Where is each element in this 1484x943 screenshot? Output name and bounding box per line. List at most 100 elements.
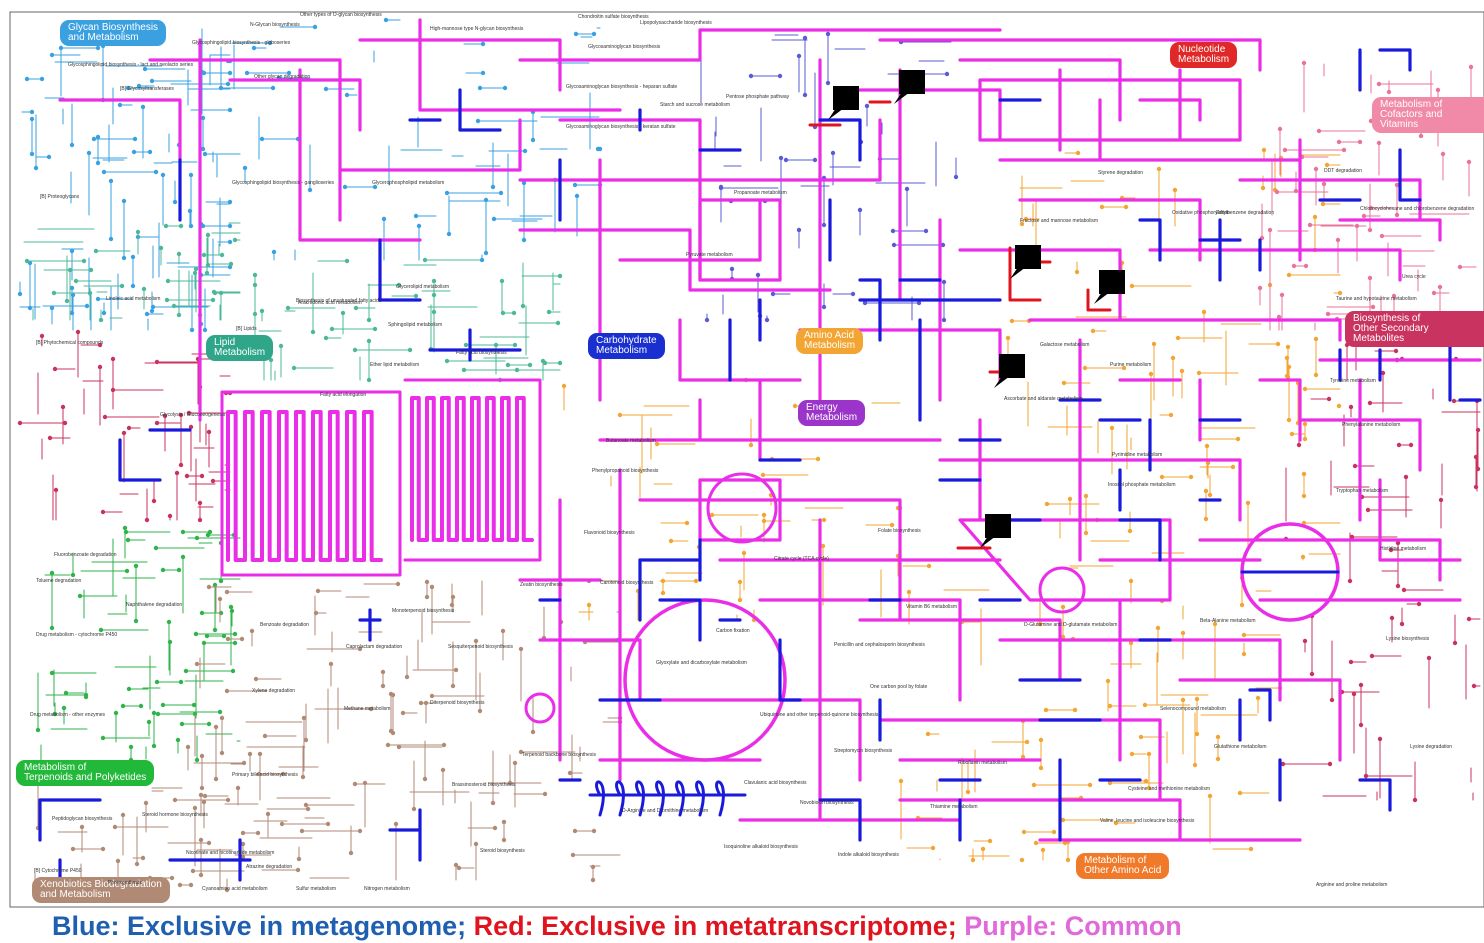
compound-node: [40, 334, 44, 338]
pathway-label: Peptidoglycan biosynthesis: [52, 816, 112, 822]
compound-node: [236, 786, 240, 790]
compound-node: [62, 706, 66, 710]
compound-node: [121, 813, 125, 817]
compound-node: [423, 258, 427, 262]
callout-marker: [899, 70, 925, 94]
compound-node: [70, 143, 74, 147]
common-pathway-line: [560, 120, 700, 280]
compound-node: [199, 873, 203, 877]
pathway-label: N-Glycan biosynthesis: [250, 22, 300, 28]
compound-node: [343, 185, 347, 189]
compound-node: [405, 675, 409, 679]
compound-node: [199, 838, 203, 842]
callout-pointer: [894, 92, 910, 104]
compound-node: [220, 751, 224, 755]
compound-node: [1044, 708, 1048, 712]
compound-node: [181, 530, 185, 534]
metagenome-exclusive-line: [380, 240, 420, 300]
compound-node: [152, 499, 156, 503]
compound-node: [1084, 494, 1088, 498]
compound-node: [1276, 342, 1280, 346]
compound-node: [942, 280, 946, 284]
compound-node: [242, 761, 246, 765]
compound-node: [1180, 369, 1184, 373]
compound-node: [447, 232, 451, 236]
compound-node: [464, 343, 468, 347]
pathway-label: Primary bile acid biosynthesis: [232, 772, 298, 778]
compound-node: [1088, 783, 1092, 787]
compound-node: [173, 798, 177, 802]
compound-node: [573, 829, 577, 833]
compound-node: [1278, 127, 1282, 131]
compound-node: [151, 305, 155, 309]
compound-node: [749, 443, 753, 447]
compound-node: [231, 669, 235, 673]
compound-node: [102, 170, 106, 174]
compound-node: [1176, 336, 1180, 340]
compound-node: [531, 730, 535, 734]
compound-node: [297, 857, 301, 861]
compound-node: [1193, 763, 1197, 767]
pathway-label: D-Glutamine and D-glutamate metabolism: [1024, 622, 1117, 628]
compound-node: [907, 590, 911, 594]
compound-node: [1452, 399, 1456, 403]
compound-node: [127, 687, 131, 691]
compound-node: [502, 820, 506, 824]
compound-node: [451, 595, 455, 599]
compound-node: [1358, 140, 1362, 144]
fatty-acid-cycle: [412, 398, 532, 540]
pathway-label: Nicotinate and nicotinamide metabolism: [186, 850, 274, 856]
compound-node: [358, 829, 362, 833]
compound-node: [1149, 372, 1153, 376]
compound-node: [363, 781, 367, 785]
compound-node: [1197, 371, 1201, 375]
compound-node: [252, 46, 256, 50]
compound-node: [1322, 182, 1326, 186]
compound-node: [484, 198, 488, 202]
pathway-label: Sphingolipid metabolism: [388, 322, 442, 328]
compound-node: [1189, 475, 1193, 479]
compound-node: [53, 367, 57, 371]
compound-node: [61, 405, 65, 409]
compound-node: [147, 720, 151, 724]
pathway-label: Chlorocyclohexane and chlorobenzene degr…: [1360, 206, 1474, 212]
compound-node: [1157, 167, 1161, 171]
compound-node: [1258, 286, 1262, 290]
compound-node: [779, 156, 783, 160]
compound-node: [156, 712, 160, 716]
tca-cycle: [625, 600, 785, 760]
metagenome-exclusive-line: [660, 600, 700, 640]
compound-node: [170, 876, 174, 880]
compound-node: [826, 32, 830, 36]
compound-node: [34, 166, 38, 170]
compound-node: [499, 191, 503, 195]
compound-node: [1314, 337, 1318, 341]
compound-node: [248, 752, 252, 756]
compound-node: [92, 137, 96, 141]
pathway-label: Folate biosynthesis: [878, 528, 921, 534]
compound-node: [513, 761, 517, 765]
compound-node: [816, 457, 820, 461]
compound-node: [442, 743, 446, 747]
compound-node: [1039, 766, 1043, 770]
callout-marker: [985, 514, 1011, 538]
map-label-glycosyltransferases: [B] Glycosyltransferases: [120, 86, 174, 92]
compound-node: [694, 579, 698, 583]
compound-node: [87, 151, 91, 155]
compound-node: [1130, 284, 1134, 288]
compound-node: [152, 744, 156, 748]
common-pathway-line: [940, 460, 1240, 520]
pathway-label: Pyruvate metabolism: [686, 252, 733, 258]
compound-node: [71, 847, 75, 851]
compound-node: [1474, 485, 1478, 489]
compound-node: [330, 327, 334, 331]
compound-node: [213, 628, 217, 632]
compound-node: [168, 640, 172, 644]
compound-node: [258, 752, 262, 756]
callout-marker: [999, 354, 1025, 378]
compound-node: [203, 794, 207, 798]
compound-node: [1100, 205, 1104, 209]
compound-node: [492, 217, 496, 221]
compound-node: [101, 510, 105, 514]
compound-node: [161, 568, 165, 572]
